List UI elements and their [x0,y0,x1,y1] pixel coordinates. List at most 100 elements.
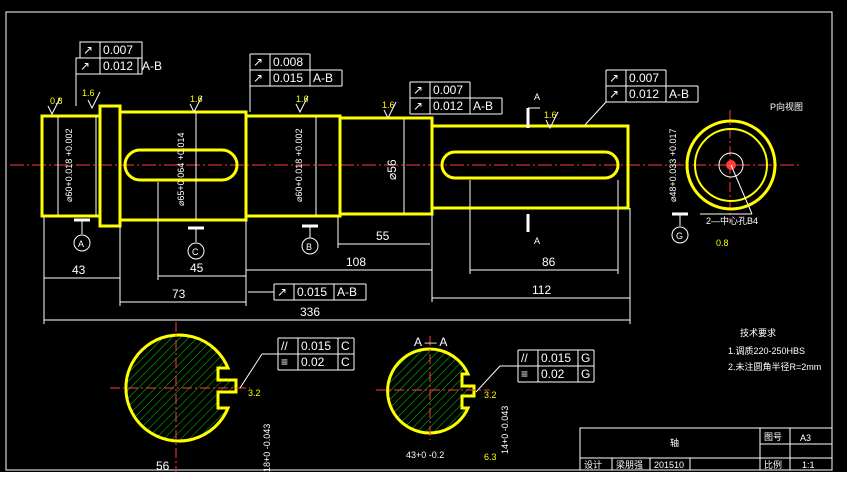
sheet-value: A3 [800,433,811,443]
datum-g: G [676,231,683,241]
dim-55: 55 [376,229,390,243]
dim-43: 43 [72,263,86,277]
tech-requirements: 技术要求 1.调质220-250HBS 2.未注圆角半径R=2mm [728,327,821,372]
rframe-sym2: ≡ [521,367,528,381]
roughness-7: 0.8 [716,238,729,248]
drawing-frame [5,11,833,471]
tech-item-1: 1.调质220-250HBS [728,345,805,356]
roughness-2: 1.6 [82,88,95,98]
tech-title: 技术要求 [740,327,776,338]
roughness-1: 0.8 [50,96,63,106]
sheet-label: 图号 [764,432,782,442]
datum-c: C [192,247,199,257]
runout-sym: ↗ [277,285,287,299]
frame1-val2: 0.012 [103,59,133,73]
frame4-sym1: ↗ [609,71,619,85]
section-mark-bottom: A [534,236,540,246]
lframe-datum1: C [341,339,350,353]
frame4-val2: 0.012 [629,87,659,101]
frame2-val2: 0.015 [273,71,303,85]
rframe-val2: 0.02 [541,367,565,381]
left-section-width: 56 [156,459,170,473]
runout-frame: ↗ 0.015 A-B [248,283,367,301]
datum-b: B [306,242,312,252]
dim-108: 108 [346,255,366,269]
frame3-sym2: ↗ [413,99,423,113]
section-title: A — A [414,335,447,349]
frame1-sym1: ↗ [83,43,93,57]
right-section-width: 43+0 -0.2 [406,450,444,460]
frame2-val1: 0.008 [273,55,303,69]
frame2-sym1: ↗ [253,55,263,69]
section-mark-top: A [534,92,540,102]
diameter-4: ⌀56 [385,159,399,180]
dim-45: 45 [190,261,204,275]
tolerance-frame-4: ↗ 0.007 ↗ 0.012 A-B [583,69,699,127]
section-frame-left: // 0.015 C ≡ 0.02 C 3.2 18+0 -0.043 56 [156,337,355,473]
tolerance-frame-2: ↗ 0.008 ↗ 0.015 A-B [249,53,343,112]
dim-336: 336 [300,305,320,319]
frame2-sym2: ↗ [253,71,263,85]
section-view-right: A — A [376,335,490,440]
frame3-val1: 0.007 [433,83,463,97]
lframe-sym2: ≡ [281,355,288,369]
roughness-5: 1.6 [382,100,395,110]
view-label: P向视图 [770,101,803,112]
frame4-datum: A-B [669,87,689,101]
runout-datum: A-B [337,285,357,299]
rframe-datum1: G [581,351,590,365]
roughness-3: 1.6 [190,94,203,104]
diameter-5: ⌀48+0.033 +0.017 [668,129,678,203]
rframe-sym1: // [521,351,528,365]
center-hole-label: 2—中心孔B4 [706,215,758,226]
lframe-datum2: C [341,355,350,369]
diameter-3: ⌀60+0.018 +0.002 [294,129,304,203]
roughness-6: 1.6 [544,110,557,120]
frame1-datum: A-B [142,59,162,73]
ratio-label: 比例 [764,459,782,470]
dimension-lines: 43 45 108 55 86 73 112 336 [43,180,631,324]
roughness-4: 1.6 [296,94,309,104]
section-view-left [110,322,250,472]
diameter-1: ⌀60+0.018 +0.002 [64,129,74,203]
shaft-outline [10,104,800,228]
rframe-val1: 0.015 [541,351,571,365]
frame2-datum: A-B [313,71,333,85]
lframe-sym1: // [281,339,288,353]
part-name: 轴 [670,437,679,448]
designer-name: 梁朋强 [616,459,643,470]
frame1-val1: 0.007 [103,43,133,57]
lframe-val2: 0.02 [301,355,325,369]
lframe-val1: 0.015 [301,339,331,353]
frame4-sym2: ↗ [609,87,619,101]
roughness-9: 3.2 [484,390,497,400]
diameter-2: ⌀65+0.064 +0.014 [176,133,186,207]
frame4-val1: 0.007 [629,71,659,85]
design-date: 201510 [654,460,684,470]
right-section-depth: 14+0 -0.043 [500,406,510,454]
datum-a: A [78,239,84,249]
dim-86: 86 [542,255,556,269]
dim-73: 73 [172,287,186,301]
runout-value: 0.015 [297,285,327,299]
tech-item-2: 2.未注圆角半径R=2mm [728,361,821,372]
title-block: 轴 图号 A3 比例 1:1 设计 梁朋强 201510 [579,427,833,471]
section-cut-marks: A A [526,92,540,246]
frame3-sym1: ↗ [413,83,423,97]
datum-markers: A C B G [73,212,689,260]
tolerance-frame-3: ↗ 0.007 ↗ 0.012 A-B [409,81,503,115]
end-view: 2—中心孔B4 P向视图 0.8 [685,101,803,248]
section-frame-right: // 0.015 G ≡ 0.02 G 3.2 14+0 -0.043 43+0… [406,349,595,462]
left-section-depth: 18+0 -0.043 [262,424,272,472]
tolerance-frame-1: ↗ 0.007 ↗ 0.012 A-B [75,41,162,106]
roughness-10: 6.3 [484,452,497,462]
dim-112: 112 [532,283,551,297]
ratio-value: 1:1 [802,460,815,470]
frame3-datum: A-B [473,99,493,113]
designer-label: 设计 [584,459,602,470]
frame3-val2: 0.012 [433,99,463,113]
rframe-datum2: G [581,367,590,381]
roughness-marks: 0.8 1.6 1.6 1.6 1.6 1.6 [47,88,559,130]
frame1-sym2: ↗ [80,59,90,73]
